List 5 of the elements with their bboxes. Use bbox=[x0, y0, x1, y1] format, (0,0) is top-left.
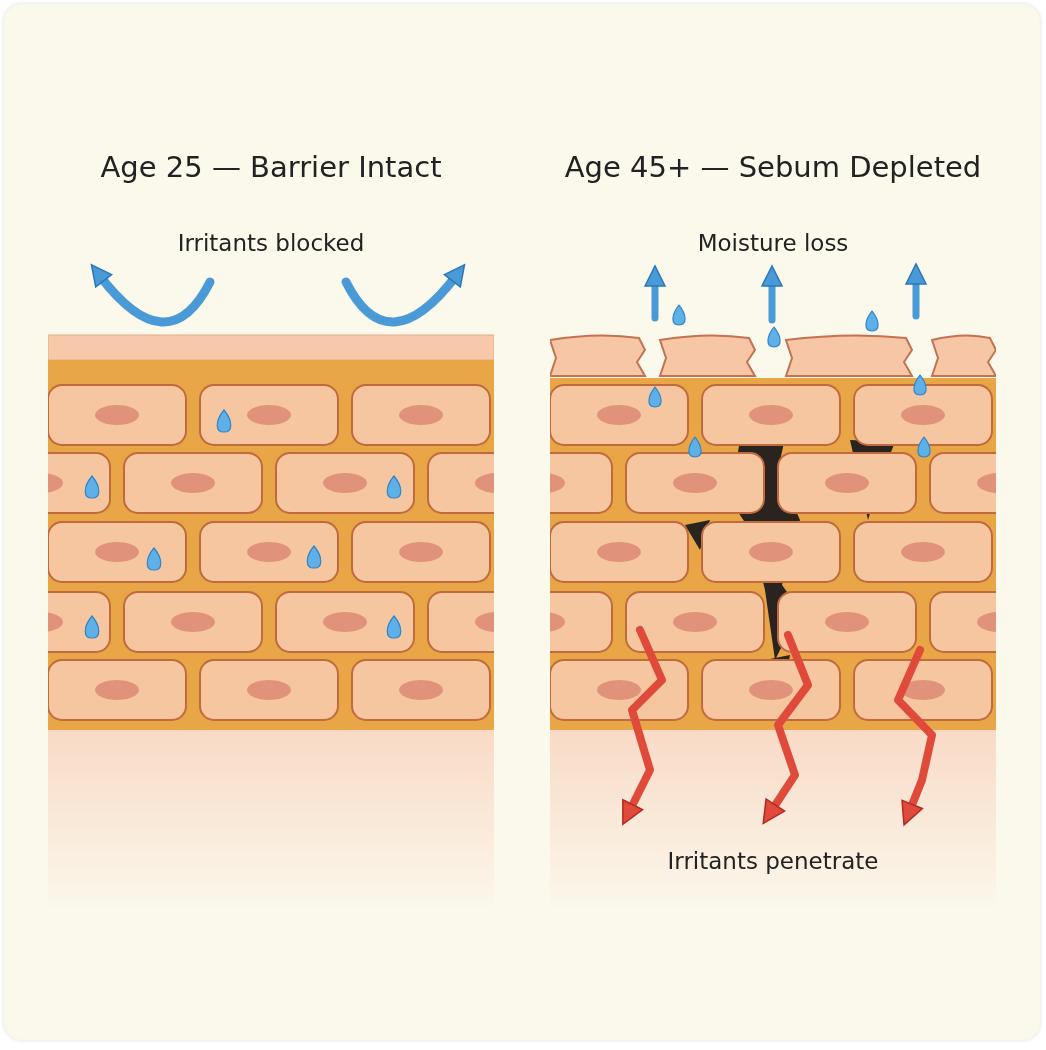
caption-text: Irritants blocked bbox=[176, 230, 366, 256]
caption-text: Irritants penetrate bbox=[666, 848, 880, 874]
panel-heading: Age 45+ — Sebum Depleted bbox=[563, 150, 983, 184]
panel-heading: Age 25 — Barrier Intact bbox=[99, 150, 443, 184]
caption-text: Moisture loss bbox=[696, 230, 850, 256]
